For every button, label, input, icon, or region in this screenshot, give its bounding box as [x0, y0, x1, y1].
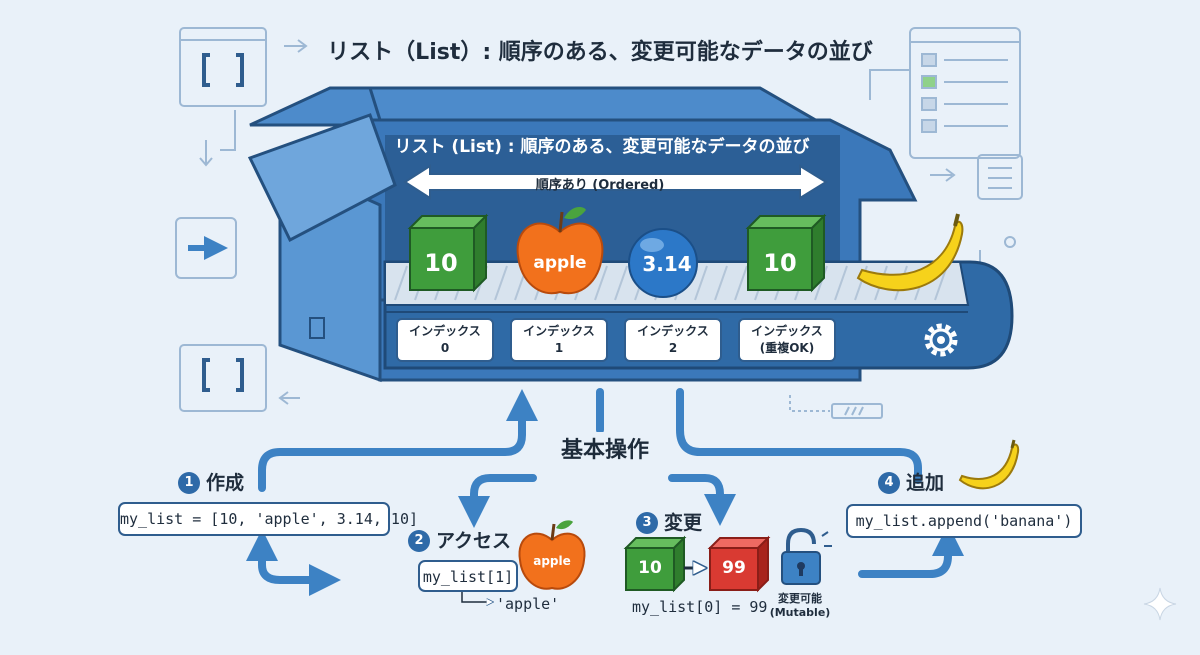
- cube-10-duplicate: [745, 213, 827, 293]
- banana-icon: [856, 213, 964, 292]
- operations-title: 基本操作: [540, 432, 670, 464]
- access-apple-label: apple: [533, 554, 571, 568]
- document-list-icon: [869, 27, 1023, 330]
- index-tag-value: 2: [668, 341, 678, 355]
- unlock-icon: [781, 527, 832, 585]
- step-number-1: 1: [178, 472, 200, 494]
- bracket-list-icon: [179, 344, 300, 412]
- box-title: リスト (List) : 順序のある、変更可能なデータの並び: [394, 137, 810, 157]
- index-tag-1: インデックス 1: [510, 318, 608, 362]
- step-number-4: 4: [878, 472, 900, 494]
- index-tag-value: 0: [440, 341, 450, 355]
- step-label-change: 変更: [664, 512, 703, 534]
- step-number-2: 2: [408, 530, 430, 552]
- index-tag-2: インデックス 2: [624, 318, 722, 362]
- progress-icon: [789, 395, 883, 419]
- input-arrow-icon: [175, 217, 237, 279]
- ordered-arrow: [403, 164, 828, 200]
- index-tag-label: インデックス: [751, 324, 823, 338]
- mutable-label-en: (Mutable): [769, 606, 831, 619]
- item-2-label: 3.14: [642, 252, 692, 276]
- cube-new-99: [707, 535, 771, 593]
- apple-icon: [518, 520, 586, 590]
- mutable-label-jp: 変更可能: [778, 592, 822, 605]
- index-tag-label: インデックス: [523, 324, 595, 338]
- step-label-append: 追加: [906, 472, 945, 494]
- index-tag-0: インデックス 0: [396, 318, 494, 362]
- step-number-3: 3: [636, 512, 658, 534]
- new-value: 99: [722, 558, 746, 578]
- sparkle-icon: [1143, 587, 1177, 621]
- diagram-title: リスト（List）: 順序のある、変更可能なデータの並び: [327, 40, 873, 65]
- ordered-label: 順序あり (Ordered): [535, 178, 665, 193]
- old-value: 10: [638, 558, 662, 578]
- arrow-right-icon: [199, 39, 308, 167]
- bracket-list-icon: [179, 27, 267, 107]
- step-label-access: アクセス: [436, 530, 512, 552]
- access-result: 'apple': [496, 595, 560, 613]
- code-access: my_list[1]: [418, 560, 518, 592]
- sphere-3.14: [628, 228, 698, 298]
- mutable-label: 変更可能 (Mutable): [760, 592, 840, 620]
- code-append: my_list.append('banana'): [846, 504, 1082, 538]
- item-1-label: apple: [533, 253, 587, 273]
- gear-icon: [924, 323, 958, 357]
- index-tag-value: (重複OK): [759, 341, 815, 355]
- item-3-label: 10: [763, 249, 797, 277]
- apple-icon: [516, 207, 604, 295]
- cube-10: [407, 213, 489, 293]
- gear-icon: [1004, 236, 1016, 248]
- item-0-label: 10: [424, 249, 458, 277]
- cube-old-10: [623, 535, 687, 593]
- index-tag-value: 1: [554, 341, 564, 355]
- index-tag-label: インデックス: [409, 324, 481, 338]
- index-tag-label: インデックス: [637, 324, 709, 338]
- index-tag-3: インデックス (重複OK): [738, 318, 836, 362]
- banana-icon: [958, 439, 1020, 490]
- code-create: my_list = [10, 'apple', 3.14, 10]: [118, 502, 418, 536]
- step-label-create: 作成: [206, 472, 245, 494]
- code-change: my_list[0] = 99: [632, 598, 768, 616]
